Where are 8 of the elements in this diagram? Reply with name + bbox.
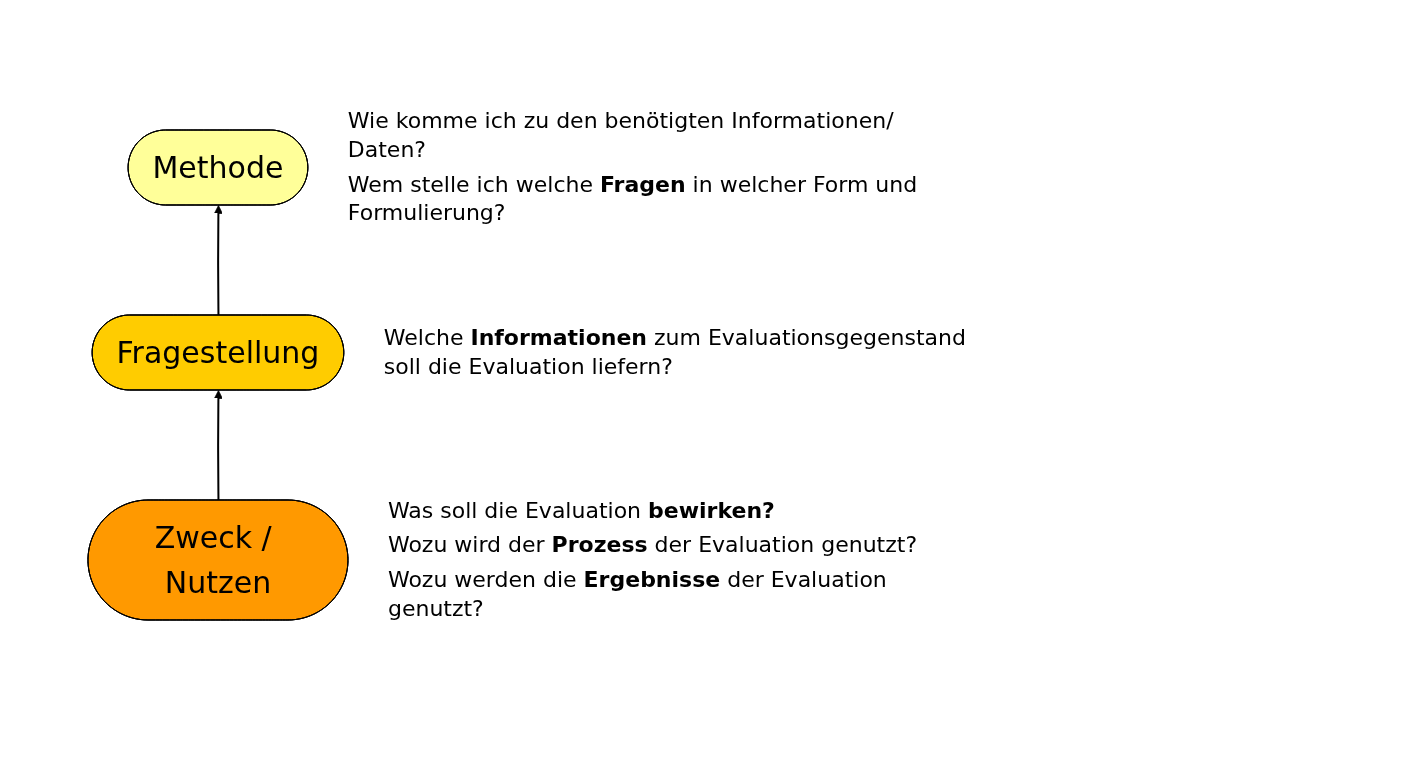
question-text: Wie komme ich zu den benötigten Informationen/ Daten? xyxy=(347,107,895,164)
arrow xyxy=(214,390,223,502)
question-text: Wozu wird der Prozess der Evaluation genutzt? xyxy=(387,531,919,560)
question-text: Wozu werden die Ergebnisse der Evaluation genutzt? xyxy=(387,566,888,623)
arrow xyxy=(214,205,223,317)
question-text: Wem stelle ich welche Fragen in welcher Form und Formulierung? xyxy=(347,170,919,228)
question-text: Was soll die Evaluation bewirken? xyxy=(387,496,776,525)
question-text: Welche Informationen zum Evaluationsgegenstand soll die Evaluation liefern? xyxy=(383,323,967,381)
